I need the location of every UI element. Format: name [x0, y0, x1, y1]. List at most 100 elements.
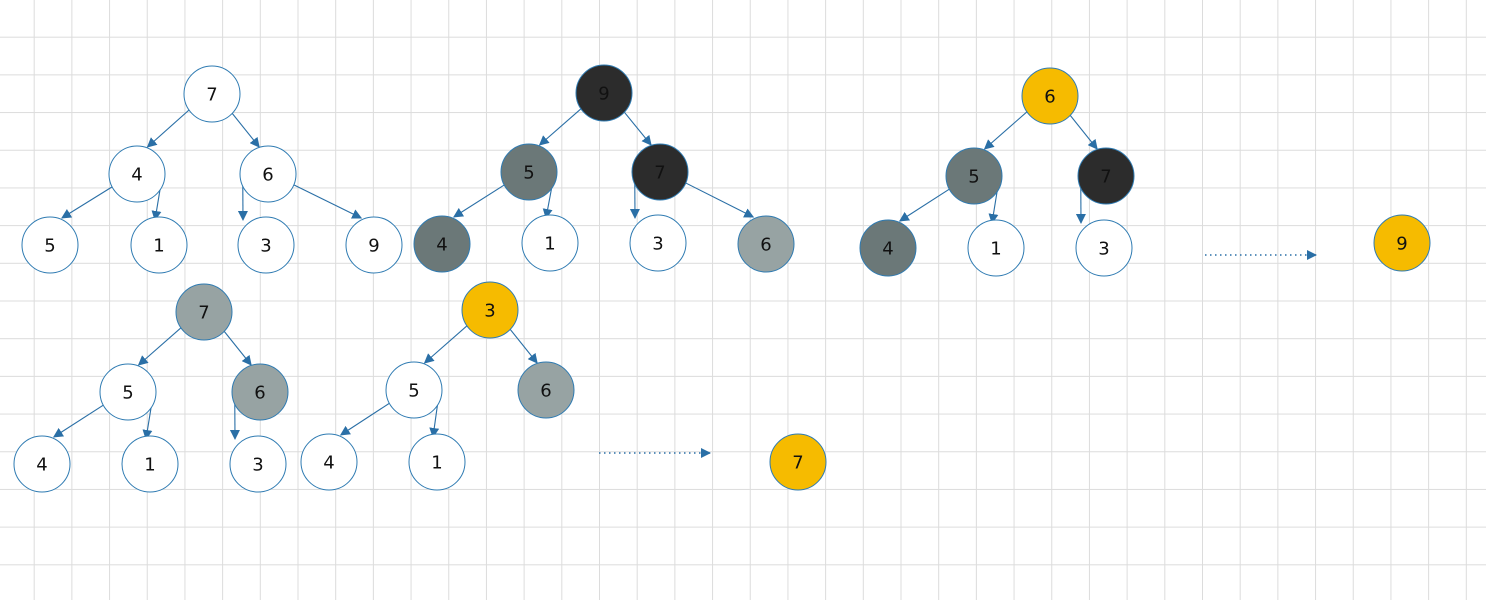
edge-e1-e3	[505, 323, 538, 364]
node-label: 6	[760, 235, 771, 256]
edge-a1-a2	[146, 105, 194, 148]
edges-layer	[52, 104, 1317, 458]
node-circle	[408, 433, 466, 491]
edge-d2-d4	[52, 402, 108, 438]
edge-b2-b4	[453, 182, 509, 218]
node-label: 1	[153, 236, 164, 257]
node-label: 3	[1098, 239, 1109, 260]
node-circle	[413, 215, 471, 273]
tree-node-c3: 7	[1077, 147, 1135, 205]
tree-node-e4: 4	[300, 433, 358, 491]
node-label: 6	[254, 383, 265, 404]
node-label: 4	[882, 239, 893, 260]
node-circle	[108, 145, 166, 203]
node-circle	[500, 143, 558, 201]
node-circle	[629, 214, 687, 272]
node-label: 1	[990, 239, 1001, 260]
node-label: 4	[323, 453, 334, 474]
edge-b3-b7	[682, 180, 755, 218]
tree-node-c7: 9	[1373, 214, 1431, 272]
node-label: 5	[968, 167, 979, 188]
node-circle	[237, 216, 295, 274]
node-label: 3	[484, 301, 495, 322]
node-circle	[1075, 219, 1133, 277]
node-label: 5	[408, 381, 419, 402]
tree-node-e2: 5	[385, 361, 443, 419]
node-label: 5	[122, 383, 133, 404]
node-circle	[130, 216, 188, 274]
node-label: 9	[1396, 234, 1407, 255]
edge-a1-a3	[227, 107, 260, 148]
node-label: 3	[252, 455, 263, 476]
node-circle	[631, 143, 689, 201]
edge-b1-b2	[538, 104, 586, 146]
tree-node-d6: 3	[229, 435, 287, 493]
node-label: 1	[144, 455, 155, 476]
node-label: 9	[368, 236, 379, 257]
tree-node-c4: 4	[859, 219, 917, 277]
tree-node-d3: 6	[231, 363, 289, 421]
node-label: 6	[262, 165, 273, 186]
tree-node-b2: 5	[500, 143, 558, 201]
tree-node-b6: 3	[629, 214, 687, 272]
node-label: 7	[792, 453, 803, 474]
edge-b1-b3	[619, 106, 652, 146]
tree-node-c2: 5	[945, 147, 1003, 205]
node-label: 9	[598, 84, 609, 105]
tree-node-b3: 7	[631, 143, 689, 201]
tree-node-a7: 9	[345, 216, 403, 274]
edge-a2-a4	[61, 184, 117, 219]
node-label: 3	[260, 236, 271, 257]
tree-node-a2: 4	[108, 145, 166, 203]
tree-node-b7: 6	[737, 215, 795, 273]
tree-node-a4: 5	[21, 216, 79, 274]
tree-node-a3: 6	[239, 145, 297, 203]
node-circle	[239, 145, 297, 203]
node-circle	[737, 215, 795, 273]
node-label: 6	[1044, 87, 1055, 108]
node-circle	[461, 281, 519, 339]
tree-node-e1: 3	[461, 281, 519, 339]
edge-a3-a7	[290, 182, 363, 219]
tree-node-d5: 1	[121, 435, 179, 493]
tree-node-e5: 1	[408, 433, 466, 491]
tree-node-c5: 1	[967, 219, 1025, 277]
node-label: 7	[206, 85, 217, 106]
nodes-layer: 7 4 6 5 1 3 9 9 5 7 4 1 3 6 6 5 7 4 1 3 9 7 5 6 4 1 3 3 5 6 4 1 7	[13, 64, 1431, 493]
tree-node-d4: 4	[13, 435, 71, 493]
node-circle	[121, 435, 179, 493]
node-label: 7	[198, 303, 209, 324]
edge-d1-d3	[219, 325, 252, 366]
node-circle	[229, 435, 287, 493]
tree-node-e3: 6	[517, 361, 575, 419]
edge-c1-c3	[1065, 109, 1098, 150]
node-circle	[345, 216, 403, 274]
node-label: 4	[36, 455, 47, 476]
node-circle	[300, 433, 358, 491]
node-circle	[183, 65, 241, 123]
tree-node-b1: 9	[575, 64, 633, 122]
node-circle	[231, 363, 289, 421]
node-label: 1	[431, 453, 442, 474]
tree-node-a6: 3	[237, 216, 295, 274]
node-label: 3	[652, 234, 663, 255]
node-label: 5	[44, 236, 55, 257]
node-circle	[1077, 147, 1135, 205]
node-circle	[967, 219, 1025, 277]
edge-c1-c2	[983, 107, 1032, 150]
node-label: 7	[654, 163, 665, 184]
tree-node-b4: 4	[413, 215, 471, 273]
tree-node-a5: 1	[130, 216, 188, 274]
tree-node-c6: 3	[1075, 219, 1133, 277]
node-circle	[1021, 67, 1079, 125]
node-circle	[99, 363, 157, 421]
node-circle	[769, 433, 827, 491]
node-label: 1	[544, 234, 555, 255]
node-label: 6	[540, 381, 551, 402]
tree-node-c1: 6	[1021, 67, 1079, 125]
node-circle	[575, 64, 633, 122]
node-label: 4	[131, 165, 142, 186]
node-circle	[859, 219, 917, 277]
